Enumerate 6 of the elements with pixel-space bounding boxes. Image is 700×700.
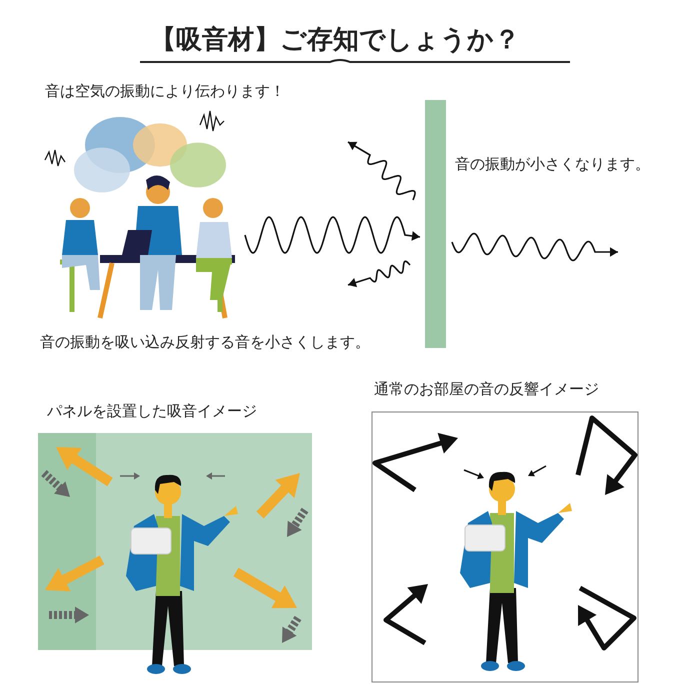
caption-text: パネルを設置した吸音イメージ	[47, 402, 257, 421]
caption-text: 音の振動を吸い込み反射する音を小さくします。	[40, 333, 370, 352]
heading: 【吸音材】ご存知でしょうか？	[150, 24, 520, 57]
caption-text: 音の振動が小さくなります。	[455, 155, 650, 174]
caption-text: 通常のお部屋の音の反響イメージ	[374, 380, 599, 399]
caption-text: 音は空気の振動により伝わります！	[45, 82, 285, 101]
